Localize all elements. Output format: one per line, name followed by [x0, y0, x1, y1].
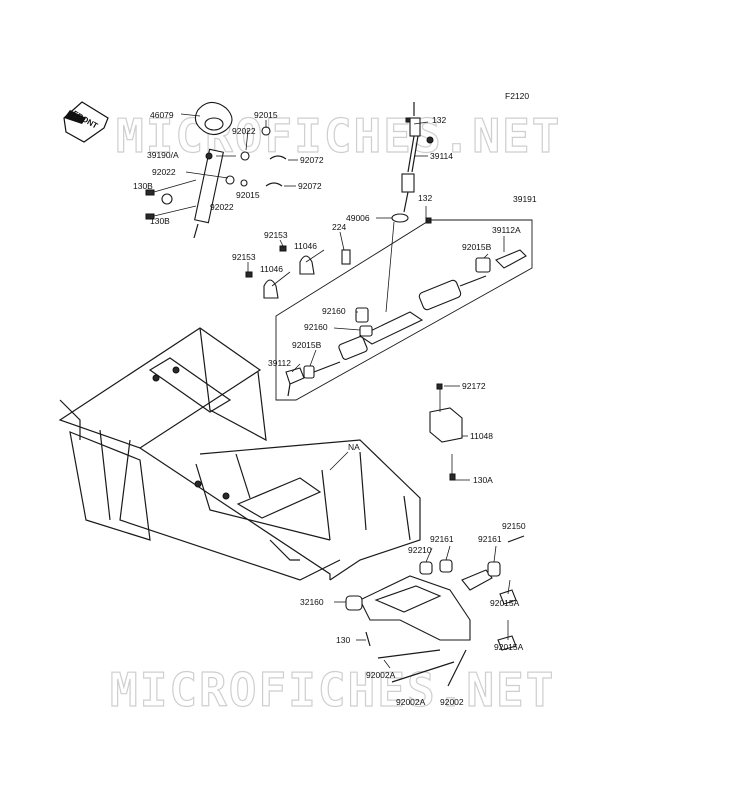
part-label[interactable]: 92153: [264, 230, 288, 240]
part-label[interactable]: 92160: [304, 322, 328, 332]
part-label[interactable]: 11048: [470, 431, 493, 441]
part-label[interactable]: 130A: [473, 475, 493, 485]
part-label[interactable]: 92015B: [462, 242, 492, 252]
part-label[interactable]: 92002A: [366, 670, 396, 680]
part-label[interactable]: 92015B: [292, 340, 322, 350]
part-label[interactable]: 92160: [322, 306, 346, 316]
bracket-11048: [429, 383, 463, 481]
part-label[interactable]: 39114: [430, 151, 453, 161]
part-label[interactable]: 132: [418, 193, 432, 203]
part-label[interactable]: 39112A: [492, 225, 521, 235]
leader-lines: [180, 113, 511, 669]
part-label[interactable]: 92072: [298, 181, 322, 191]
part-label[interactable]: 92161: [430, 534, 454, 544]
part-label[interactable]: 92002: [440, 697, 464, 707]
part-label[interactable]: 92072: [300, 155, 324, 165]
part-label[interactable]: 92015A: [494, 642, 524, 652]
part-label[interactable]: 130: [336, 635, 350, 645]
part-label[interactable]: 92015A: [490, 598, 520, 608]
part-label[interactable]: 92172: [462, 381, 486, 391]
part-label[interactable]: 130B: [150, 216, 170, 226]
part-label[interactable]: 92150: [502, 521, 526, 531]
part-label[interactable]: 92022: [152, 167, 176, 177]
vehicle-frame: [58, 327, 421, 581]
watermark-top: MICROFICHES.NET: [116, 109, 561, 163]
part-label[interactable]: 92161: [478, 534, 502, 544]
part-label[interactable]: 32160: [300, 597, 324, 607]
part-label[interactable]: 224: [332, 222, 346, 232]
part-label[interactable]: 11046: [294, 241, 317, 251]
part-labels: 46079 92015 92022 39190/A 92072 92022 13…: [133, 110, 537, 707]
part-label[interactable]: 92015: [236, 190, 260, 200]
rear-suspension-arms: [345, 535, 525, 687]
part-label[interactable]: 39190/A: [147, 150, 179, 160]
part-label[interactable]: 92210: [408, 545, 432, 555]
part-label[interactable]: 92015: [254, 110, 278, 120]
steering-shaft: [391, 102, 434, 224]
part-label[interactable]: 49006: [346, 213, 370, 223]
part-label[interactable]: 39191: [513, 194, 537, 204]
part-label[interactable]: 92153: [232, 252, 256, 262]
figure-code: F2120: [505, 91, 529, 101]
watermark-bottom: MICROFICHES.NET: [110, 663, 555, 717]
part-label[interactable]: 92022: [232, 126, 256, 136]
part-label[interactable]: 39112: [268, 358, 291, 368]
part-label[interactable]: 130B: [133, 181, 153, 191]
part-label[interactable]: 132: [432, 115, 446, 125]
part-label[interactable]: 46079: [150, 110, 174, 120]
front-arrow-icon: FRONT: [63, 101, 109, 143]
part-label[interactable]: 11046: [260, 264, 283, 274]
part-label[interactable]: 92022: [210, 202, 234, 212]
part-label[interactable]: 92002A: [396, 697, 426, 707]
steering-column: [145, 101, 287, 239]
part-label[interactable]: NA: [348, 442, 360, 452]
rack-and-pinion: [275, 219, 533, 401]
